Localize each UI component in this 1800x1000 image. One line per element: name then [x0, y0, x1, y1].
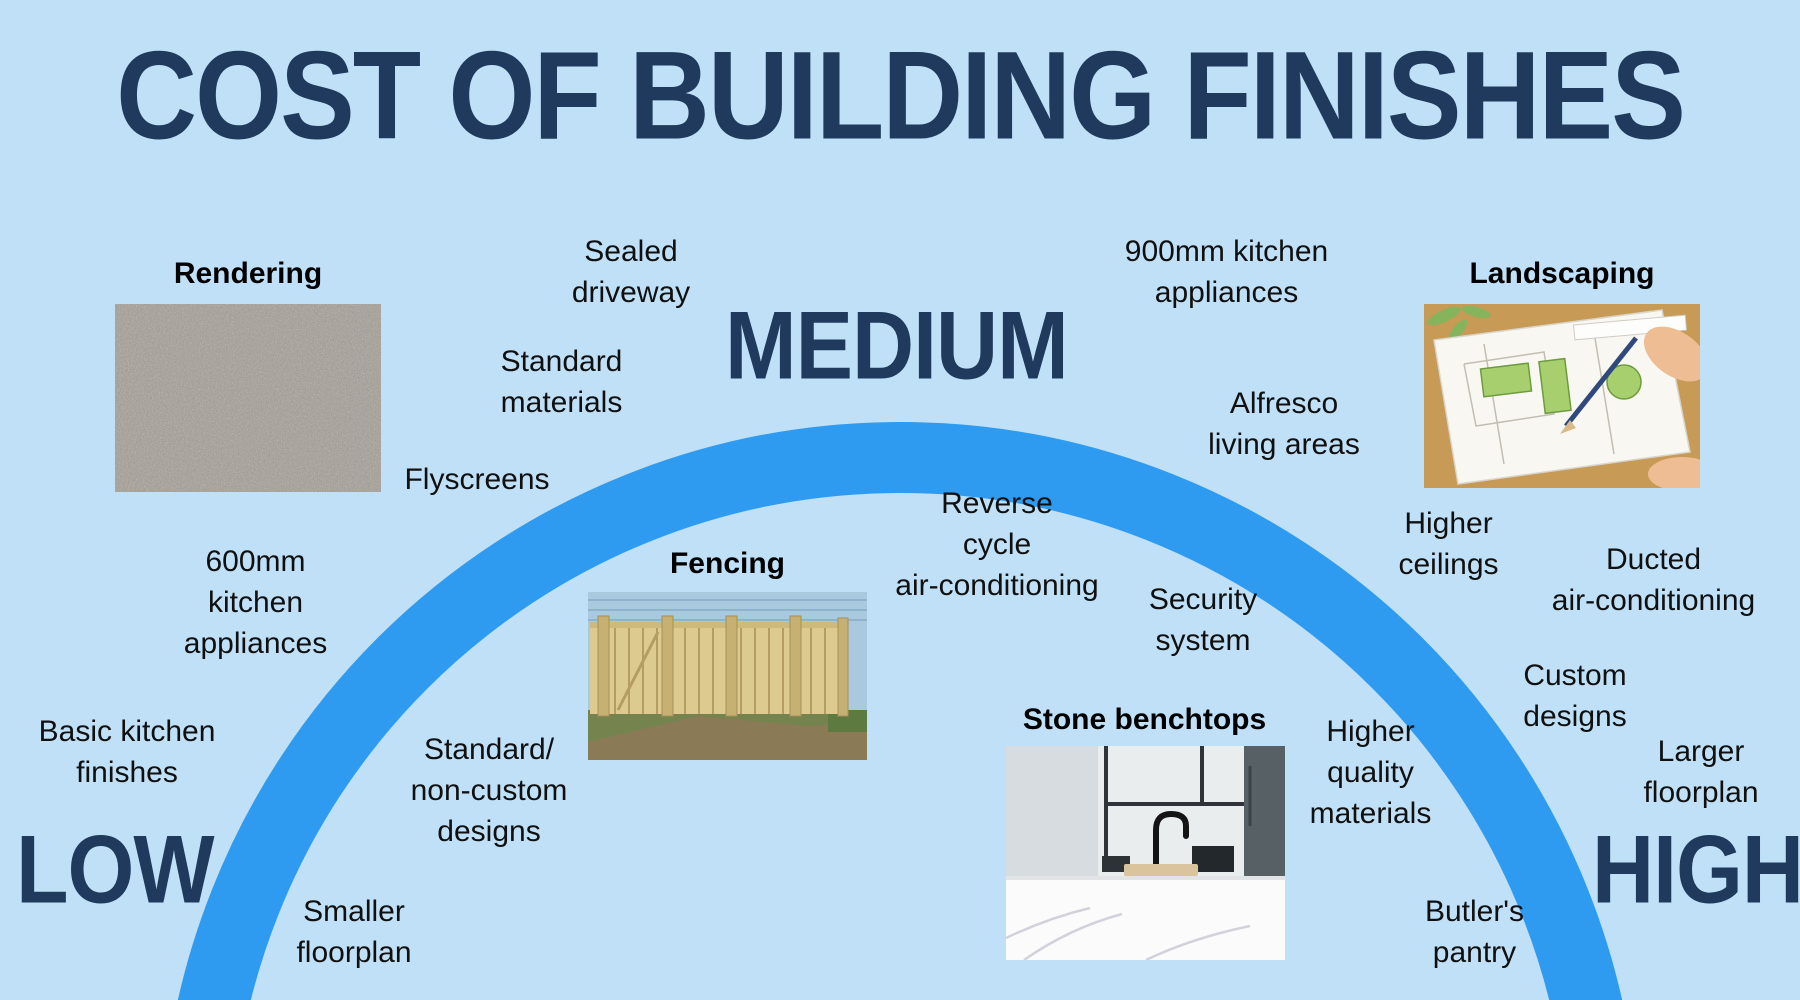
rendering-photo [115, 304, 381, 492]
level-low-label: LOW [16, 816, 215, 924]
fencing-photo [588, 592, 867, 760]
item-alfresco-living-areas: Alfresco living areas [1208, 387, 1360, 461]
item-standard-materials: Standard materials [500, 345, 623, 419]
landscaping-label: Landscaping [1469, 257, 1655, 290]
item-standard-non-custom-designs: Standard/ non-custom designs [410, 733, 568, 848]
item-larger-floorplan: Larger floorplan [1643, 735, 1759, 809]
item-custom-designs: Custom designs [1523, 659, 1627, 733]
level-medium-label: MEDIUM [725, 292, 1069, 400]
item-flyscreens: Flyscreens [404, 463, 550, 496]
stone-benchtops-photo [1006, 746, 1285, 960]
item-smaller-floorplan: Smaller floorplan [296, 895, 412, 969]
page-title: COST OF BUILDING FINISHES [116, 25, 1686, 166]
item-reverse-cycle-air-conditioning: Reverse cycle air-conditioning [895, 487, 1099, 602]
item-sealed-driveway: Sealed driveway [571, 235, 691, 309]
item-butlers-pantry: Butler's pantry [1424, 895, 1525, 969]
stone-benchtops-label: Stone benchtops [1022, 703, 1267, 736]
fencing-label: Fencing [669, 547, 785, 580]
item-security-system: Security system [1148, 583, 1258, 657]
item-higher-quality-materials: Higher quality materials [1309, 715, 1432, 830]
item-basic-kitchen-finishes: Basic kitchen finishes [38, 715, 216, 789]
rendering-label: Rendering [173, 257, 323, 290]
item-600mm-kitchen-appliances: 600mm kitchen appliances [183, 545, 328, 660]
landscaping-photo [1424, 304, 1700, 488]
level-high-label: HIGH [1592, 816, 1800, 924]
item-900mm-kitchen-appliances: 900mm kitchen appliances [1124, 235, 1329, 309]
item-ducted-air-conditioning: Ducted air-conditioning [1551, 543, 1756, 617]
item-higher-ceilings: Higher ceilings [1398, 507, 1499, 581]
